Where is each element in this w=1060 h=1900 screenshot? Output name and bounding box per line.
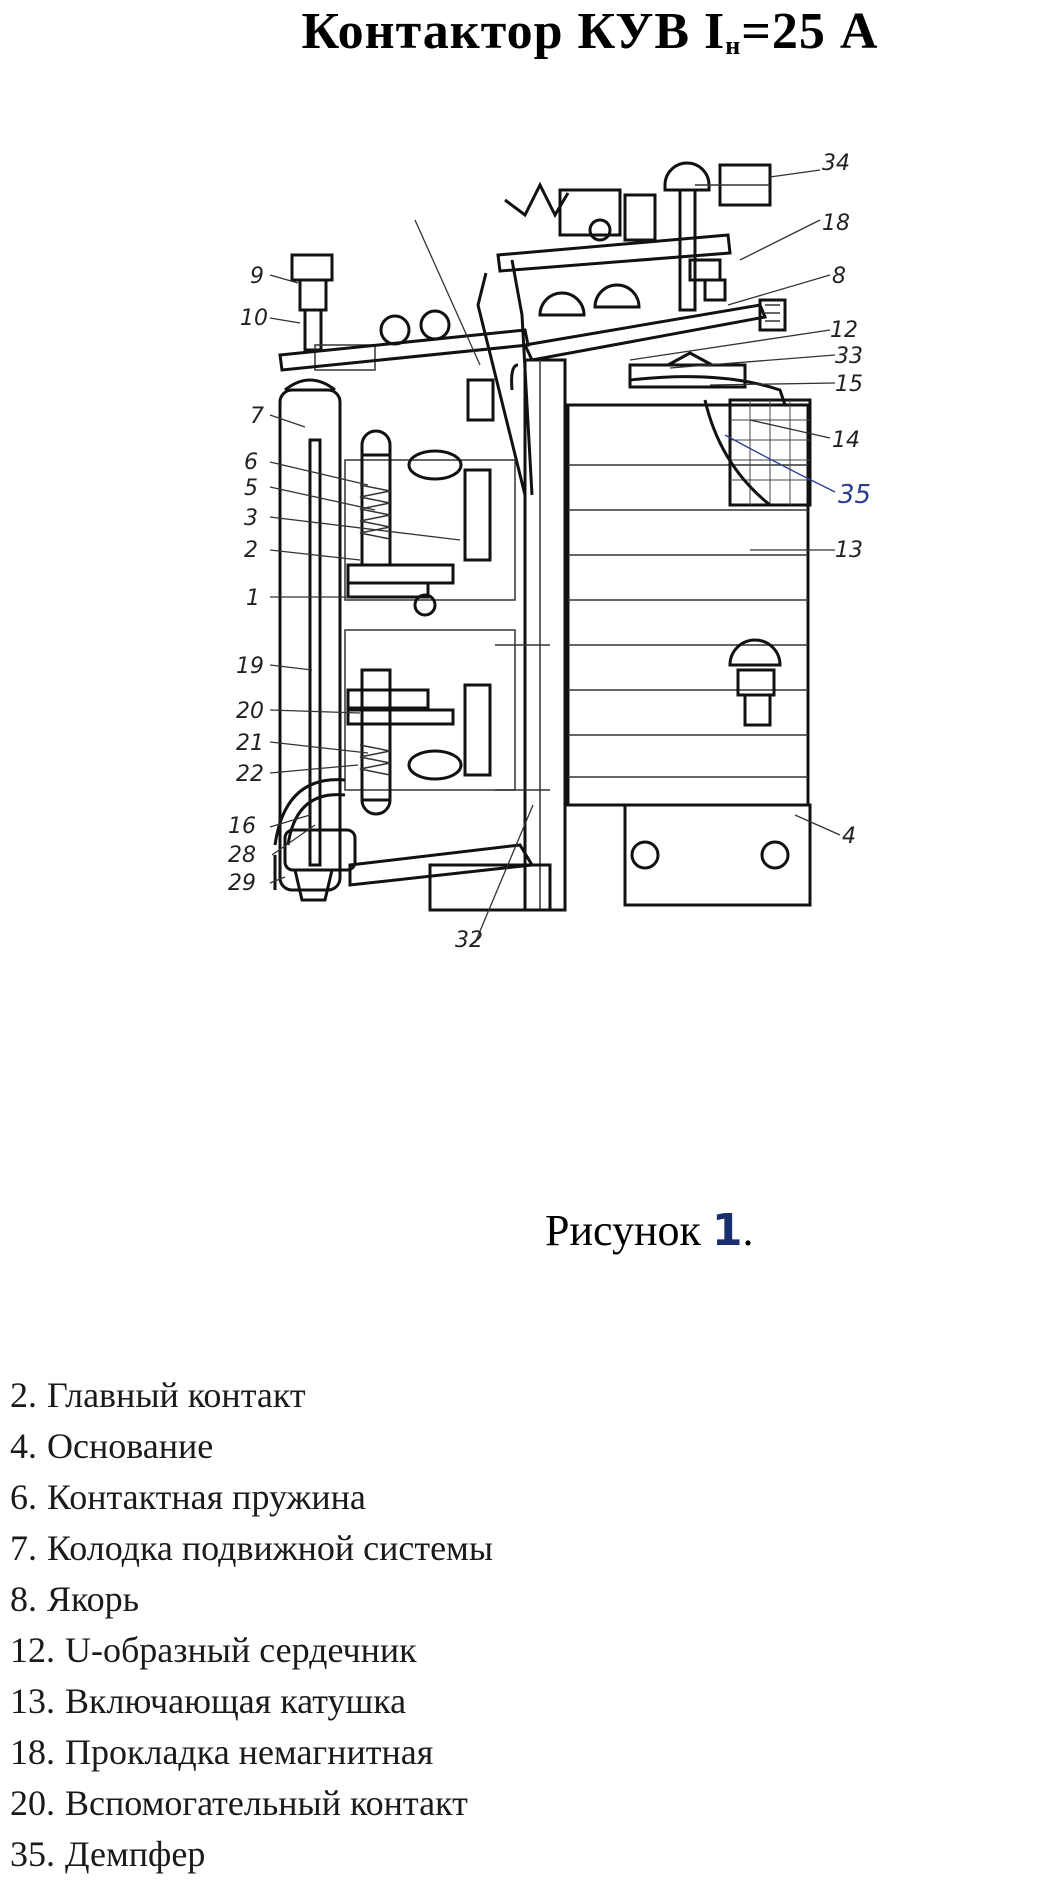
label-3: 3 — [244, 506, 258, 531]
caption-text: Рисунок — [545, 1206, 712, 1255]
moving-block — [278, 253, 376, 892]
page-title: Контактор КУВ Iн=25 А — [0, 6, 1060, 59]
legend-item: 20.Вспомогательный контакт — [10, 1783, 468, 1823]
label-4: 4 — [842, 824, 856, 849]
label-16: 16 — [228, 814, 256, 839]
label-35: 35 — [838, 480, 871, 510]
legend-item: 18.Прокладка немагнитная — [10, 1732, 434, 1772]
parts-legend: 2.Главный контакт 4.Основание 6.Контактн… — [10, 1370, 493, 1880]
armature — [522, 298, 787, 362]
legend-item: 6.Контактная пружина — [10, 1477, 366, 1517]
caption-suffix: . — [742, 1206, 754, 1255]
label-14: 14 — [832, 428, 860, 453]
label-13: 13 — [835, 538, 863, 563]
legend-item: 13.Включающая катушка — [10, 1681, 407, 1721]
legend-item: 12.U-образный сердечник — [10, 1630, 417, 1670]
base — [348, 803, 812, 912]
legend-item: 4.Основание — [10, 1426, 214, 1466]
legend-item: 35.Демпфер — [10, 1834, 206, 1874]
pole-bolts — [476, 259, 641, 496]
label-21: 21 — [236, 731, 264, 756]
label-5: 5 — [244, 476, 258, 501]
title-main: Контактор КУВ I — [301, 3, 726, 60]
label-33: 33 — [835, 344, 863, 369]
label-18: 18 — [822, 211, 850, 236]
upper-arm — [278, 309, 530, 422]
coil-block — [566, 375, 810, 807]
label-2: 2 — [244, 538, 258, 563]
legend-item: 7.Колодка подвижной системы — [10, 1528, 494, 1568]
core-top — [628, 351, 747, 389]
label-32: 32 — [455, 928, 483, 953]
label-19: 19 — [236, 654, 264, 679]
label-7: 7 — [250, 404, 264, 429]
legend-item: 8.Якорь — [10, 1579, 140, 1619]
caption-number: 1 — [711, 1205, 743, 1256]
upper-contact-assembly — [344, 429, 516, 617]
label-34: 34 — [822, 151, 850, 176]
figure-caption: Рисунок 1. — [545, 1205, 754, 1256]
label-8: 8 — [832, 264, 846, 289]
central-frame — [523, 358, 567, 912]
right-bolt — [728, 638, 782, 727]
label-6: 6 — [244, 450, 258, 475]
title-subscript: н — [725, 31, 742, 60]
part-labels: 9 10 7 6 5 3 2 1 19 20 21 22 16 28 29 32… — [228, 151, 871, 953]
contactor-drawing: 9 10 7 6 5 3 2 1 19 20 21 22 16 28 29 32… — [228, 151, 871, 953]
label-9: 9 — [250, 264, 264, 289]
lower-contact-assembly — [344, 629, 550, 816]
label-22: 22 — [236, 762, 264, 787]
label-29: 29 — [228, 871, 256, 896]
label-12: 12 — [830, 318, 858, 343]
label-15: 15 — [835, 372, 863, 397]
label-10: 10 — [240, 306, 268, 331]
label-28: 28 — [228, 843, 256, 868]
top-bracket — [496, 161, 772, 312]
leader-lines — [269, 169, 841, 944]
legend-item: 2.Главный контакт — [10, 1375, 306, 1415]
title-rest: =25 А — [741, 3, 879, 60]
label-20: 20 — [236, 699, 264, 724]
damper — [703, 398, 812, 507]
label-1: 1 — [246, 586, 260, 611]
lower-hook — [273, 778, 357, 902]
